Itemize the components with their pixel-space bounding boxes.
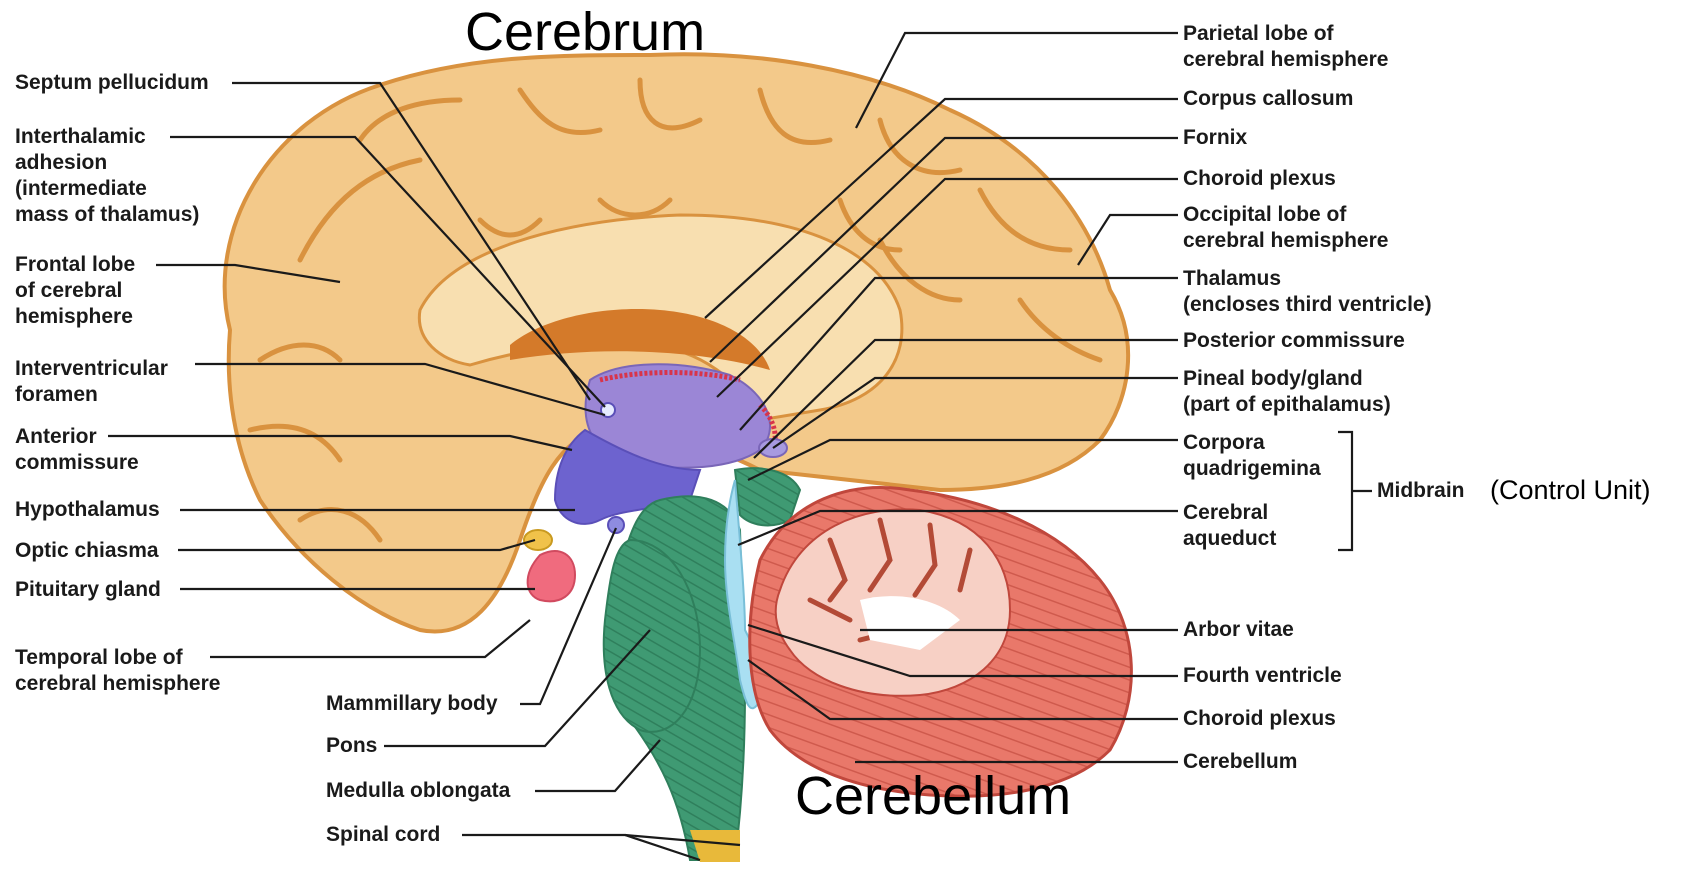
label-cerebellum: Cerebellum [1183, 749, 1297, 775]
label-septum-pellucidum: Septum pellucidum [15, 70, 209, 96]
label-occipital-lobe: Occipital lobe of cerebral hemisphere [1183, 202, 1388, 254]
cerebrum-title: Cerebrum [465, 2, 705, 62]
label-cerebral-aqueduct: Cerebral aqueduct [1183, 500, 1276, 552]
label-corpus-callosum: Corpus callosum [1183, 86, 1353, 112]
label-choroid-plexus-lower: Choroid plexus [1183, 706, 1336, 732]
label-mammillary-body: Mammillary body [326, 691, 498, 717]
label-medulla-oblongata: Medulla oblongata [326, 778, 510, 804]
label-pituitary-gland: Pituitary gland [15, 577, 161, 603]
label-frontal-lobe: Frontal lobe of cerebral hemisphere [15, 252, 135, 330]
cerebellum-shape [750, 488, 1132, 797]
label-spinal-cord: Spinal cord [326, 822, 440, 848]
label-interthalamic-adhesion: Interthalamic adhesion (intermediate mas… [15, 124, 199, 228]
label-optic-chiasma: Optic chiasma [15, 538, 159, 564]
cerebellum-title: Cerebellum [795, 766, 1071, 826]
optic-chiasma-shape [524, 530, 552, 550]
label-temporal-lobe: Temporal lobe of cerebral hemisphere [15, 645, 220, 697]
label-hypothalamus: Hypothalamus [15, 497, 160, 523]
label-arbor-vitae: Arbor vitae [1183, 617, 1294, 643]
label-midbrain: Midbrain [1377, 478, 1465, 504]
label-parietal-lobe: Parietal lobe of cerebral hemisphere [1183, 21, 1388, 73]
label-pineal-body: Pineal body/gland (part of epithalamus) [1183, 366, 1391, 418]
pituitary-shape [528, 551, 575, 601]
label-fourth-ventricle: Fourth ventricle [1183, 663, 1342, 689]
label-anterior-commissure: Anterior commissure [15, 424, 139, 476]
label-posterior-commissure: Posterior commissure [1183, 328, 1405, 354]
label-fornix: Fornix [1183, 125, 1247, 151]
label-choroid-plexus-upper: Choroid plexus [1183, 166, 1336, 192]
label-corpora-quadrigemina: Corpora quadrigemina [1183, 430, 1321, 482]
label-interventricular-foramen: Interventricular foramen [15, 356, 168, 408]
label-pons: Pons [326, 733, 377, 759]
control-unit-note: (Control Unit) [1490, 474, 1651, 506]
label-thalamus: Thalamus (encloses third ventricle) [1183, 266, 1432, 318]
